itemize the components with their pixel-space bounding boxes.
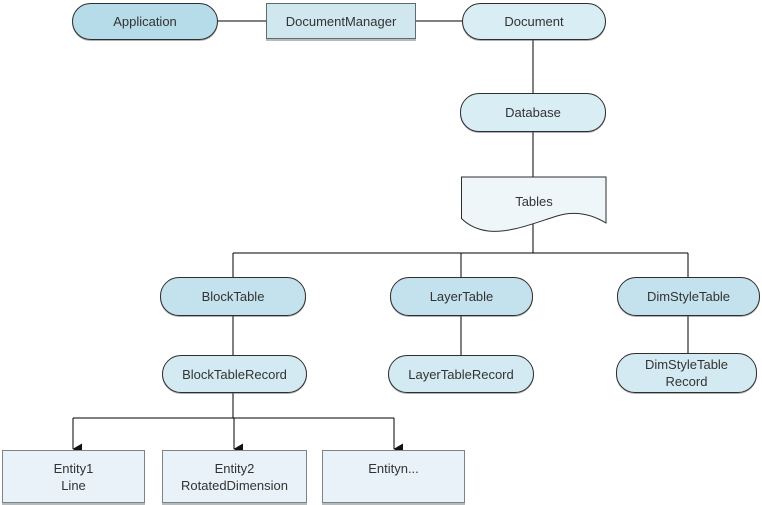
node-entity1-label: Entity1 Line <box>53 461 94 493</box>
node-application-label: Application <box>113 14 177 29</box>
node-block-table-record: BlockTableRecord <box>162 355 307 393</box>
node-database: Database <box>460 93 606 132</box>
node-dim-style-table-label: DimStyleTable <box>646 289 731 304</box>
node-entityn-label: Entityn... <box>368 461 419 476</box>
node-block-table-label: BlockTable <box>201 289 265 304</box>
node-document: Document <box>462 3 606 40</box>
node-entity2: Entity2 RotatedDimension <box>162 450 307 503</box>
node-layer-table-record: LayerTableRecord <box>388 355 534 393</box>
node-tables-label: Tables <box>515 193 553 209</box>
node-layer-table-label: LayerTable <box>429 289 494 304</box>
node-dim-style-table-record: DimStyleTable Record <box>616 353 757 393</box>
node-dim-style-table-record-label: DimStyleTable Record <box>644 357 729 389</box>
node-layer-table: LayerTable <box>390 277 533 316</box>
node-document-manager-label: DocumentManager <box>285 13 397 29</box>
node-dim-style-table: DimStyleTable <box>617 277 760 316</box>
node-block-table-record-label: BlockTableRecord <box>182 366 287 382</box>
node-document-manager: DocumentManager <box>266 3 416 39</box>
node-document-label: Document <box>504 14 564 29</box>
node-application: Application <box>72 3 218 40</box>
node-layer-table-record-label: LayerTableRecord <box>408 366 514 382</box>
node-entity2-label: Entity2 RotatedDimension <box>181 461 288 493</box>
node-tables: Tables <box>461 176 607 234</box>
node-entity1: Entity1 Line <box>2 450 145 503</box>
tables-document-shape <box>461 176 607 232</box>
node-database-label: Database <box>505 105 561 120</box>
node-block-table: BlockTable <box>160 277 306 316</box>
node-entityn: Entityn... <box>322 450 465 503</box>
